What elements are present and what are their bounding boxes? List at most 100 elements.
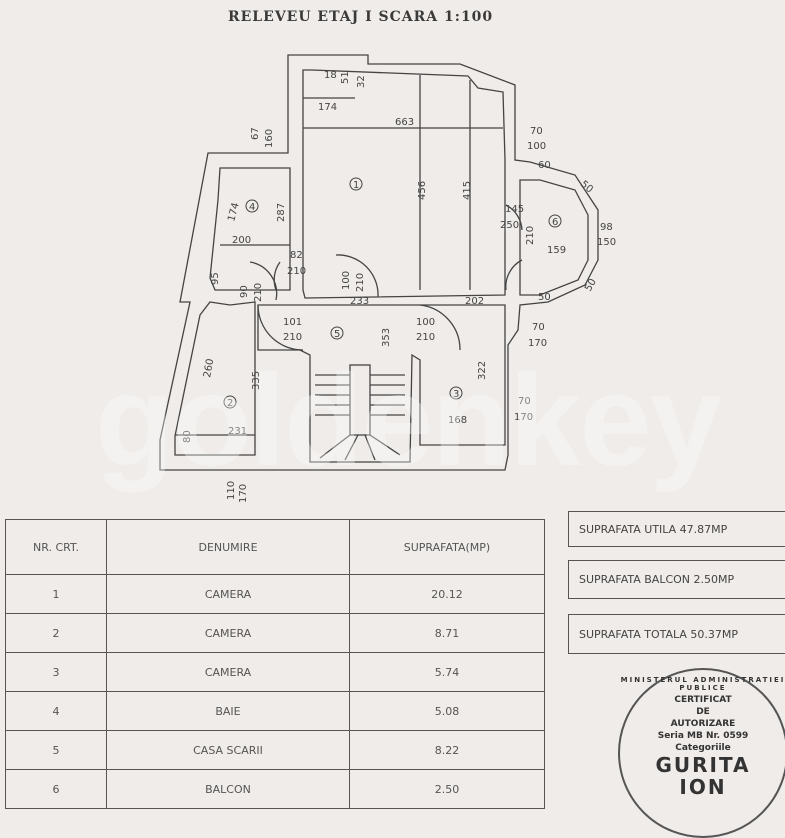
dimension-label: 202: [465, 296, 484, 307]
stamp-ring-text: MINISTERUL ADMINISTRATIEI PUBLICE: [620, 676, 785, 692]
plan-title: RELEVEU ETAJ I SCARA 1:100: [228, 9, 494, 25]
dimension-label: 95: [210, 272, 221, 285]
summary-balcon: SUPRAFATA BALCON 2.50MP: [568, 560, 785, 599]
stamp-line: CERTIFICAT: [674, 695, 732, 705]
dimension-label: 70: [532, 322, 545, 333]
room-number: 2: [227, 398, 233, 409]
cell-area: 8.22: [349, 730, 545, 770]
stamp-line: Seria MB Nr. 0599: [657, 731, 749, 741]
dimension-label: 250: [500, 220, 519, 231]
cell-name: BALCON: [106, 769, 350, 809]
dimension-label: 18: [324, 70, 337, 81]
header-name: DENUMIRE: [106, 519, 350, 575]
dimension-label: 100: [416, 317, 435, 328]
dimension-label: 335: [251, 371, 262, 390]
cell-area: 2.50: [349, 769, 545, 809]
dimension-label: 456: [417, 181, 428, 200]
room-number: 3: [453, 389, 459, 400]
dimension-label: 50: [583, 277, 599, 294]
dimension-label: 70: [530, 126, 543, 137]
room-number: 4: [249, 202, 255, 213]
cell-name: CAMERA: [106, 652, 350, 692]
cell-nr: 1: [5, 574, 107, 614]
dimension-label: 210: [253, 283, 264, 302]
dimension-label: 210: [416, 332, 435, 343]
cell-name: CAMERA: [106, 574, 350, 614]
cell-nr: 2: [5, 613, 107, 653]
dimension-label: 32: [356, 75, 367, 88]
dimension-label: 200: [232, 235, 251, 246]
room-number: 6: [552, 217, 558, 228]
dimensions: 18 51 32 174 663 70 100 60 50 456 415 14…: [182, 70, 616, 503]
cell-area: 5.08: [349, 691, 545, 731]
header-area: SUPRAFATA(MP): [349, 519, 545, 575]
authorization-stamp: MINISTERUL ADMINISTRATIEI PUBLICE CERTIF…: [618, 668, 785, 838]
summary-totala: SUPRAFATA TOTALA 50.37MP: [568, 614, 785, 654]
dimension-label: 100: [527, 141, 546, 152]
cell-name: CAMERA: [106, 613, 350, 653]
summary-utila: SUPRAFATA UTILA 47.87MP: [568, 511, 785, 547]
stamp-line: AUTORIZARE: [670, 719, 736, 729]
dimension-label: 174: [318, 102, 337, 113]
dimension-label: 170: [514, 412, 533, 423]
dimension-label: 101: [283, 317, 302, 328]
dimension-label: 210: [287, 266, 306, 277]
dimension-label: 50: [578, 179, 595, 196]
dimension-label: 210: [355, 273, 366, 292]
walls: [159, 54, 599, 471]
dimension-label: 160: [264, 129, 275, 148]
dimension-label: 80: [182, 430, 193, 443]
room-number: 1: [353, 180, 359, 191]
dimension-label: 168: [448, 415, 467, 426]
dimension-label: 67: [250, 127, 261, 140]
dimension-label: 159: [547, 245, 566, 256]
cell-area: 8.71: [349, 613, 545, 653]
dimension-label: 231: [228, 426, 247, 437]
cell-nr: 3: [5, 652, 107, 692]
dimension-label: 170: [528, 338, 547, 349]
dimension-label: 415: [462, 181, 473, 200]
stamp-name: ION: [679, 775, 727, 799]
dimension-label: 110: [226, 481, 237, 500]
dimension-label: 70: [518, 396, 531, 407]
dimension-label: 260: [202, 358, 216, 379]
dimension-label: 353: [381, 328, 392, 347]
dimension-label: 287: [276, 203, 287, 222]
dimension-label: 90: [239, 285, 250, 298]
dimension-label: 210: [525, 226, 536, 245]
dimension-label: 663: [395, 117, 414, 128]
dimension-label: 82: [290, 250, 303, 261]
dimension-label: 50: [538, 292, 551, 303]
cell-name: CASA SCARII: [106, 730, 350, 770]
table-header-row: NR. CRT. DENUMIRE SUPRAFATA(MP): [5, 519, 545, 575]
room-numbers: 1 2 3 4 5 6: [223, 177, 562, 409]
dimension-label: 322: [477, 361, 488, 380]
stamp-name: GURITA: [655, 753, 751, 777]
cell-area: 5.74: [349, 652, 545, 692]
dimension-label: 100: [341, 271, 352, 290]
stamp-line: Categoriile: [675, 743, 731, 753]
room-number: 5: [334, 329, 340, 340]
watermark: goldenkey: [95, 347, 722, 493]
dimension-label: 233: [350, 296, 369, 307]
dimension-label: 51: [340, 71, 351, 84]
dimension-label: 145: [505, 204, 524, 215]
stamp-line: DE: [696, 707, 710, 717]
cell-nr: 4: [5, 691, 107, 731]
cell-nr: 6: [5, 769, 107, 809]
dimension-label: 170: [238, 484, 249, 503]
cell-area: 20.12: [349, 574, 545, 614]
header-nr: NR. CRT.: [5, 519, 107, 575]
dimension-label: 174: [226, 201, 242, 222]
dimension-label: 210: [283, 332, 302, 343]
dimension-label: 60: [538, 160, 551, 171]
cell-nr: 5: [5, 730, 107, 770]
cell-name: BAIE: [106, 691, 350, 731]
